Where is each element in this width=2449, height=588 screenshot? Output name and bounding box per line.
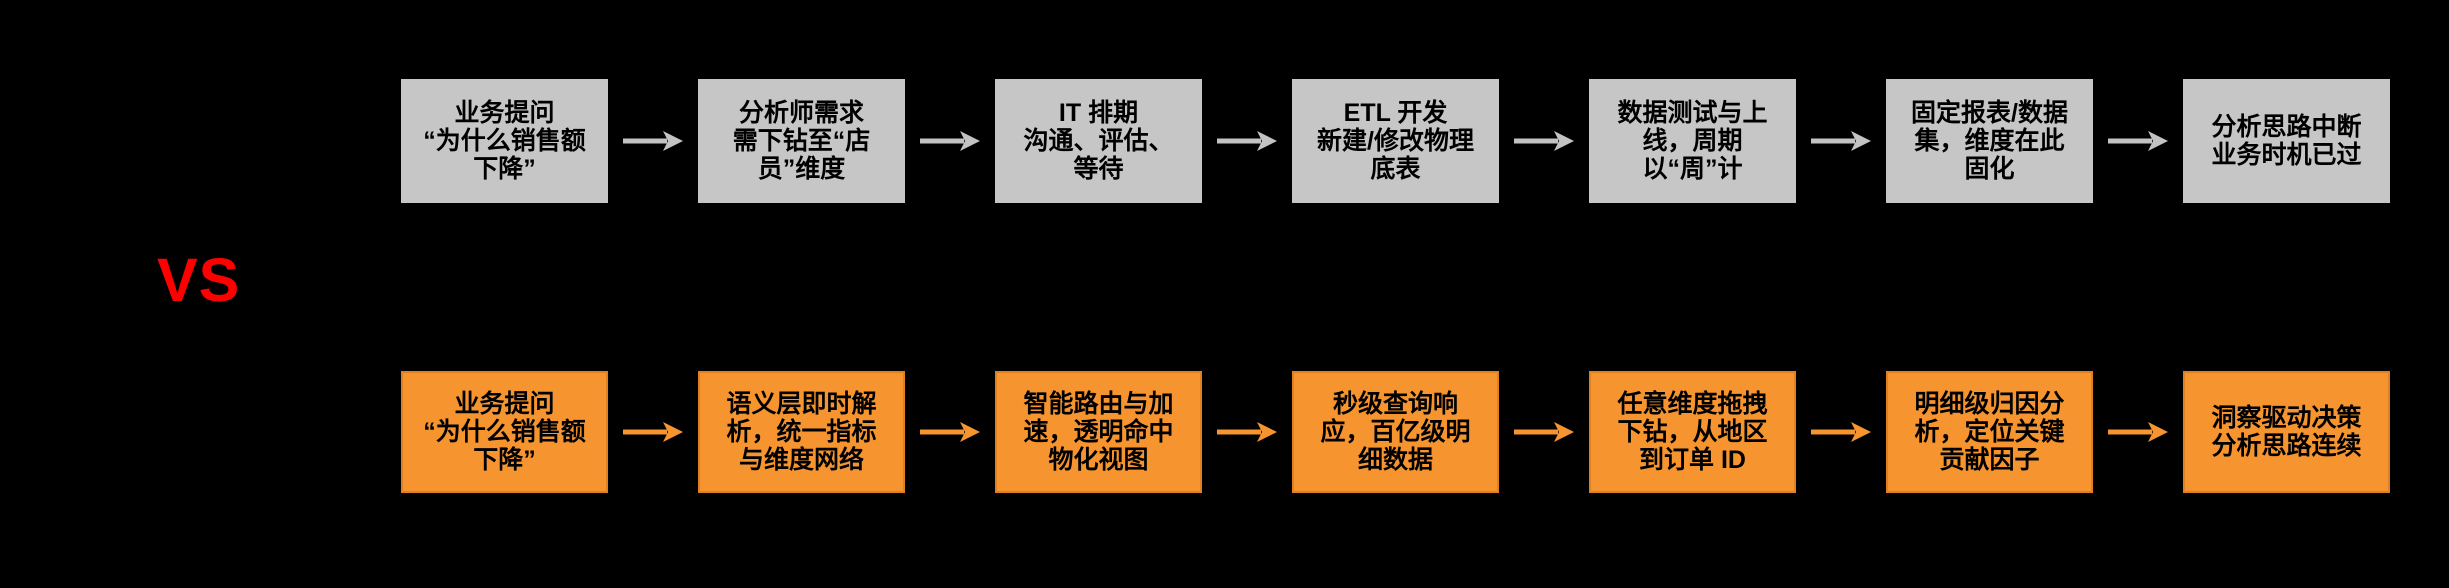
arrow-right-icon bbox=[905, 79, 995, 203]
arrow-right-icon bbox=[1796, 371, 1886, 493]
traditional-step-6: 固定报表/数据集，维度在此固化 bbox=[1886, 79, 2093, 203]
modern-step-5: 任意维度拖拽下钻，从地区到订单 ID bbox=[1589, 371, 1796, 493]
traditional-step-6-label: 固定报表/数据集，维度在此固化 bbox=[1911, 99, 2068, 183]
vs-label: VS bbox=[157, 246, 241, 314]
arrow-right-icon bbox=[2093, 79, 2183, 203]
modern-step-7-label: 洞察驱动决策 分析思路连续 bbox=[2211, 404, 2362, 460]
modern-step-6-label: 明细级归因分析，定位关键贡献因子 bbox=[1914, 390, 2065, 474]
modern-step-1-label: 业务提问 “为什么销售额下降” bbox=[423, 390, 586, 474]
modern-step-6: 明细级归因分析，定位关键贡献因子 bbox=[1886, 371, 2093, 493]
traditional-step-2: 分析师需求 需下钻至“店员”维度 bbox=[698, 79, 905, 203]
arrow-right-icon bbox=[1202, 79, 1292, 203]
modern-step-3: 智能路由与加速，透明命中物化视图 bbox=[995, 371, 1202, 493]
traditional-step-2-label: 分析师需求 需下钻至“店员”维度 bbox=[732, 99, 871, 183]
modern-step-3-label: 智能路由与加速，透明命中物化视图 bbox=[1023, 390, 1174, 474]
traditional-step-7-label: 分析思路中断 业务时机已过 bbox=[2211, 113, 2362, 169]
traditional-step-5: 数据测试与上线，周期以“周”计 bbox=[1589, 79, 1796, 203]
arrow-right-icon bbox=[2093, 371, 2183, 493]
modern-step-4: 秒级查询响应，百亿级明细数据 bbox=[1292, 371, 1499, 493]
modern-step-1: 业务提问 “为什么销售额下降” bbox=[401, 371, 608, 493]
traditional-step-5-label: 数据测试与上线，周期以“周”计 bbox=[1617, 99, 1768, 183]
traditional-flow-row: 业务提问 “为什么销售额下降” 分析师需求 需下钻至“店员”维度 IT 排期 沟… bbox=[401, 79, 2390, 203]
arrow-right-icon bbox=[905, 371, 995, 493]
traditional-step-3-label: IT 排期 沟通、评估、等待 bbox=[1023, 99, 1174, 183]
traditional-step-3: IT 排期 沟通、评估、等待 bbox=[995, 79, 1202, 203]
modern-flow-row: 业务提问 “为什么销售额下降” 语义层即时解析，统一指标与维度网络 智能路由与加… bbox=[401, 371, 2390, 493]
modern-step-2-label: 语义层即时解析，统一指标与维度网络 bbox=[726, 390, 877, 474]
arrow-right-icon bbox=[1499, 371, 1589, 493]
arrow-right-icon bbox=[1202, 371, 1292, 493]
modern-step-7: 洞察驱动决策 分析思路连续 bbox=[2183, 371, 2390, 493]
traditional-step-4-label: ETL 开发 新建/修改物理底表 bbox=[1317, 99, 1474, 183]
modern-step-4-label: 秒级查询响应，百亿级明细数据 bbox=[1320, 390, 1471, 474]
traditional-step-7: 分析思路中断 业务时机已过 bbox=[2183, 79, 2390, 203]
arrow-right-icon bbox=[608, 371, 698, 493]
traditional-step-4: ETL 开发 新建/修改物理底表 bbox=[1292, 79, 1499, 203]
arrow-right-icon bbox=[1499, 79, 1589, 203]
traditional-step-1: 业务提问 “为什么销售额下降” bbox=[401, 79, 608, 203]
modern-step-2: 语义层即时解析，统一指标与维度网络 bbox=[698, 371, 905, 493]
traditional-step-1-label: 业务提问 “为什么销售额下降” bbox=[423, 99, 586, 183]
modern-step-5-label: 任意维度拖拽下钻，从地区到订单 ID bbox=[1617, 390, 1768, 474]
arrow-right-icon bbox=[608, 79, 698, 203]
arrow-right-icon bbox=[1796, 79, 1886, 203]
